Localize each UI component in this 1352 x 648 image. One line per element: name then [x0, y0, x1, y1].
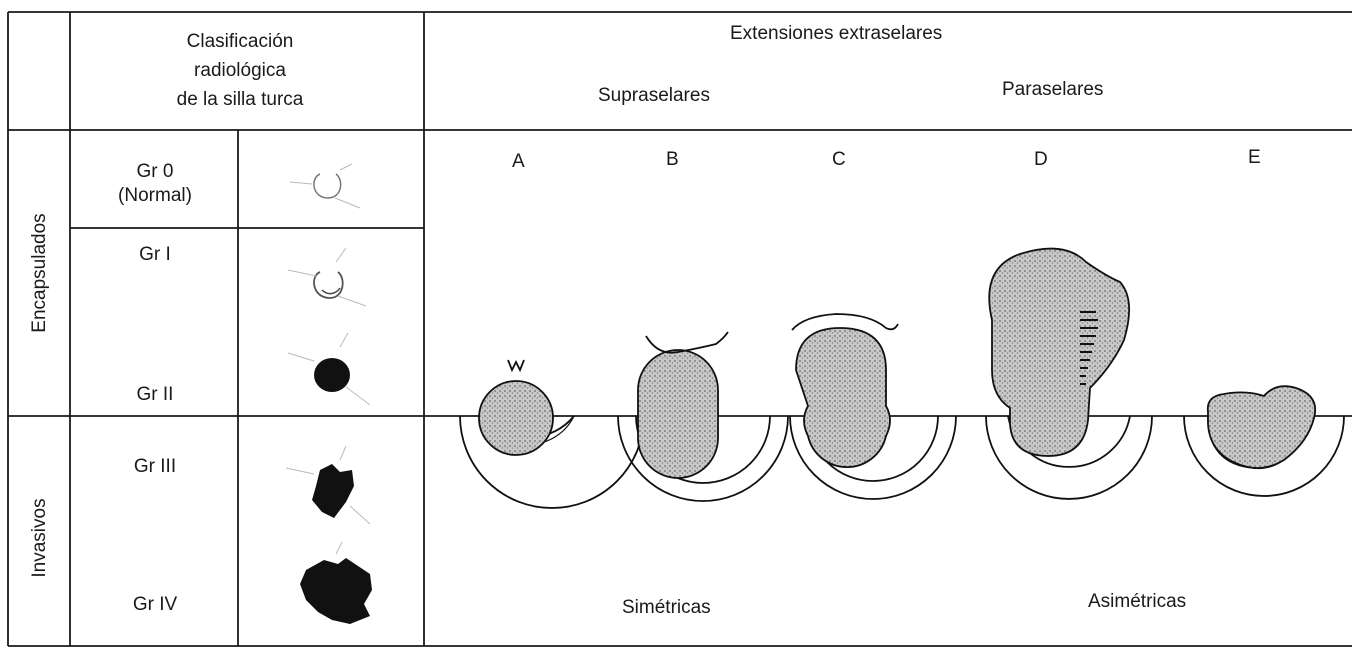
extension-d-diagram: [986, 249, 1152, 499]
extension-diagrams: [424, 220, 1352, 510]
extension-c-label: C: [832, 148, 846, 172]
extension-c-diagram: [790, 314, 956, 499]
encapsulated-label: Encapsulados: [29, 213, 51, 332]
sella-gr2-image: [280, 325, 380, 415]
extension-b-label: B: [666, 148, 679, 172]
extension-a-diagram: [460, 360, 644, 508]
grade-0-normal-label: (Normal): [90, 184, 220, 208]
invasive-label: Invasivos: [29, 498, 51, 577]
extension-b-diagram: [618, 332, 788, 501]
grade-3-label: Gr III: [90, 455, 220, 479]
parasellar-label: Paraselares: [1002, 78, 1103, 102]
grade-2-label: Gr II: [90, 383, 220, 407]
symmetric-label: Simétricas: [622, 596, 711, 620]
grade-0-label: Gr 0: [90, 160, 220, 184]
classification-title-line-1: Clasificación: [130, 30, 350, 54]
sella-gr4-image: [280, 540, 390, 630]
extension-d-label: D: [1034, 148, 1048, 172]
suprasellar-label: Supraselares: [598, 84, 710, 108]
sella-gr3-image: [280, 440, 380, 530]
grade-4-label: Gr IV: [90, 593, 220, 617]
grade-1-label: Gr I: [90, 243, 220, 267]
extension-e-label: E: [1248, 146, 1261, 170]
sella-gr0-image: [280, 150, 380, 220]
classification-title-line-2: radiológica: [130, 59, 350, 83]
extensions-title: Extensiones extraselares: [730, 22, 942, 46]
sella-gr1-image: [280, 240, 380, 310]
extension-a-label: A: [512, 150, 525, 174]
extension-e-diagram: [1184, 386, 1344, 496]
asymmetric-label: Asimétricas: [1088, 590, 1186, 614]
classification-title-line-3: de la silla turca: [130, 88, 350, 112]
